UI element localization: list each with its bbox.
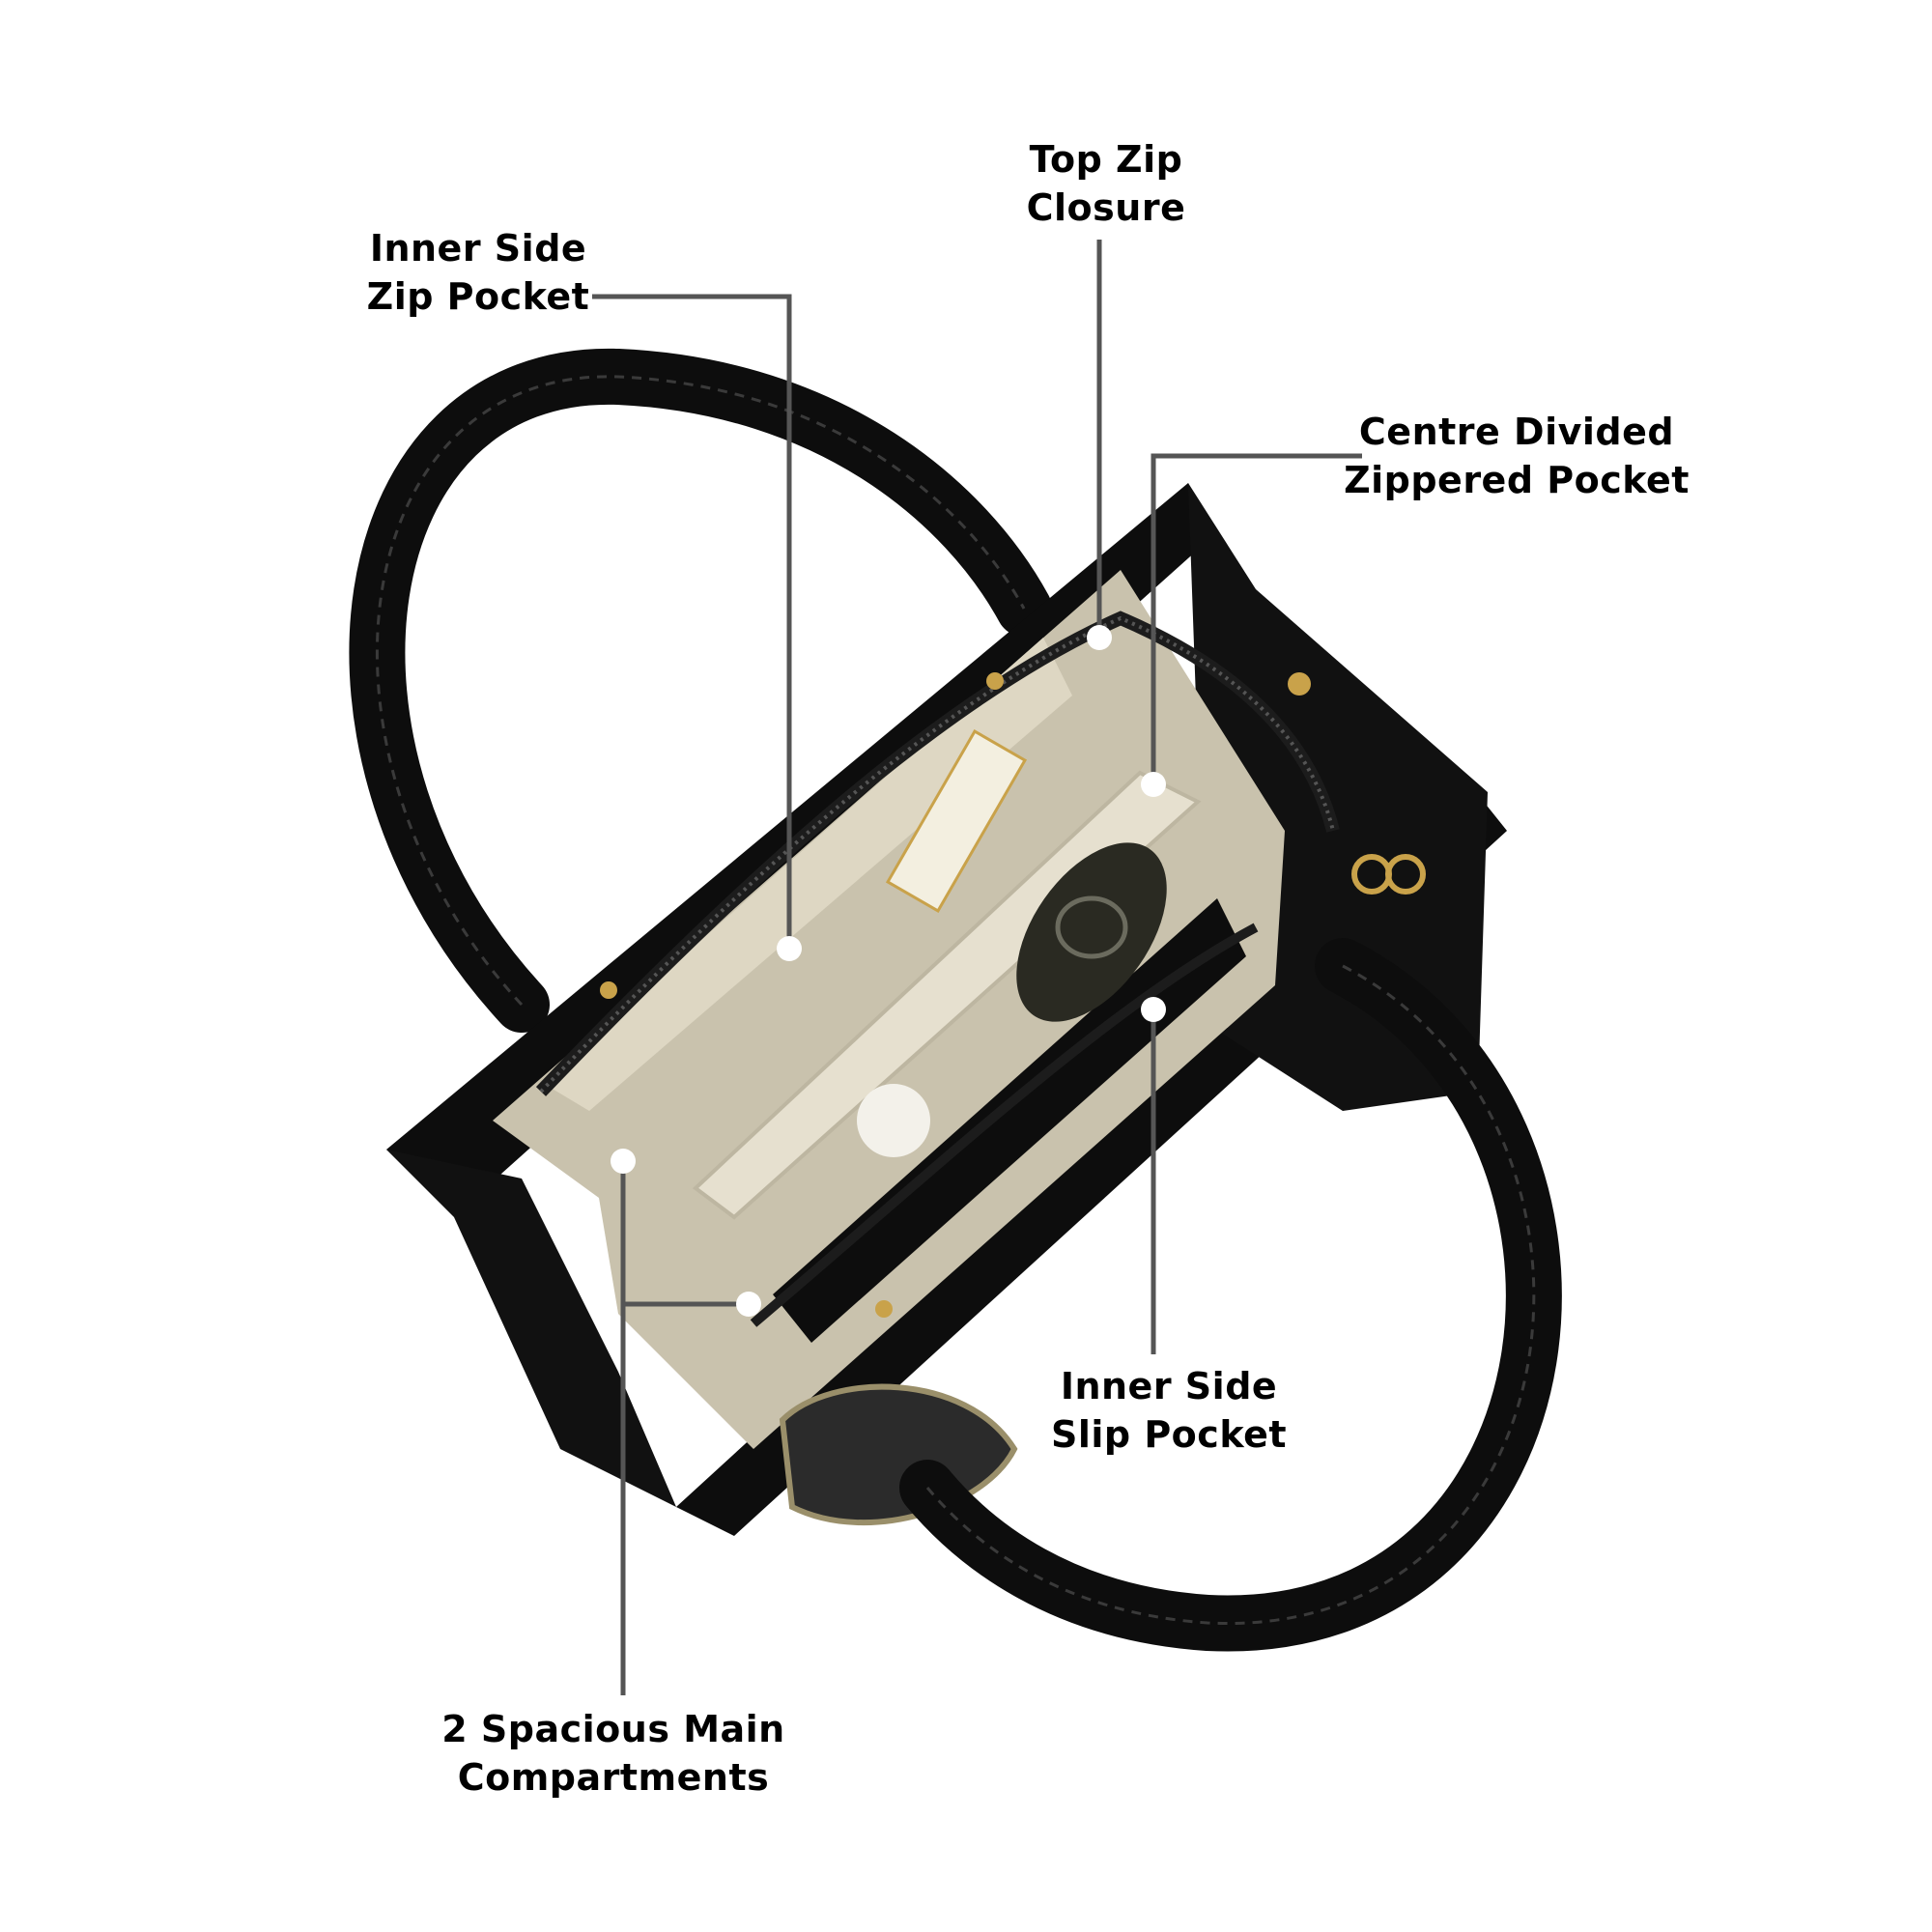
gold-stud-2 [600, 981, 617, 999]
back-handle-stitch [375, 375, 1026, 1007]
slip-pocket-zip [750, 923, 1259, 1327]
leader-centre [1151, 453, 1362, 782]
compact-mirror-logo [1055, 895, 1128, 959]
callout-top-zip-closure: Top Zip Closure [1005, 135, 1208, 232]
callout-line: Centre Divided [1358, 411, 1675, 453]
callout-inner-side-slip-pocket: Inner Side Slip Pocket [1024, 1362, 1314, 1459]
gold-stud-3 [875, 1300, 893, 1318]
callout-line: Inner Side [1060, 1365, 1278, 1407]
callout-line: Zip Pocket [366, 275, 590, 318]
callout-line: Compartments [457, 1756, 770, 1799]
front-handle-stitch [925, 964, 1536, 1625]
callout-line: 2 Spacious Main [441, 1708, 785, 1750]
dot-main-2 [736, 1292, 761, 1317]
dot-slip [1141, 997, 1166, 1022]
callout-centre-divided-pocket: Centre Divided Zippered Pocket [1343, 408, 1690, 504]
notebook [885, 729, 1028, 913]
callout-line: Zippered Pocket [1344, 459, 1690, 501]
callout-line: Slip Pocket [1050, 1413, 1288, 1456]
inner-zip-pocket-panel [541, 638, 1072, 1111]
callout-line: Inner Side [369, 227, 587, 270]
compact-mirror [1016, 842, 1167, 1022]
callout-inner-side-zip-pocket: Inner Side Zip Pocket [348, 224, 609, 321]
perfume-bottle-cap [857, 1084, 930, 1157]
dot-top-zip [1087, 625, 1112, 650]
top-zip-teeth [539, 615, 1335, 1094]
bag-left-gusset [386, 1150, 676, 1507]
dot-centre [1141, 772, 1166, 797]
dot-main-1 [611, 1149, 636, 1174]
callout-main-compartments: 2 Spacious Main Compartments [440, 1705, 787, 1802]
dot-inner-zip [777, 936, 802, 961]
leader-inner-zip [592, 294, 792, 949]
callout-line: Closure [1026, 186, 1186, 229]
gold-stud-1 [986, 672, 1004, 690]
callout-line: Top Zip [1029, 138, 1183, 181]
gold-ring-2 [1385, 854, 1426, 895]
gold-clasp [1288, 672, 1311, 696]
